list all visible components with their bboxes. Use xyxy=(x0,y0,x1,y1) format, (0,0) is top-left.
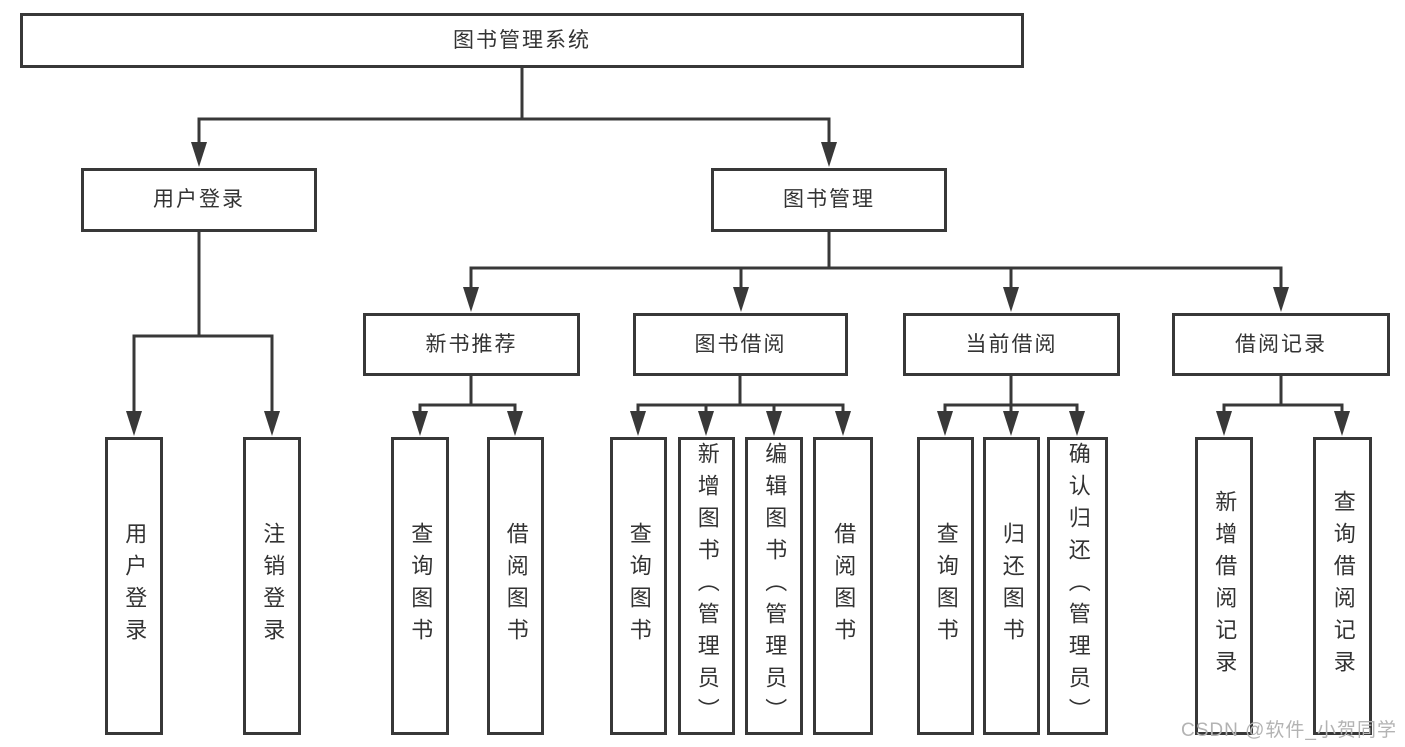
leaf-confirm-return-admin: 确认归还（管理员） xyxy=(1047,437,1108,735)
leaf-borrow-books-borrowing: 借阅图书 xyxy=(813,437,873,735)
leaf-return-book: 归还图书 xyxy=(983,437,1040,735)
leaf-query-books-borrowing: 查询图书 xyxy=(610,437,667,735)
leaf-add-book-admin: 新增图书（管理员） xyxy=(678,437,735,735)
connector-book-borrow-to-leaves xyxy=(636,376,845,422)
leaf-query-borrow-record: 查询借阅记录 xyxy=(1313,437,1372,735)
leaf-borrow-books-recommendation: 借阅图书 xyxy=(487,437,544,735)
node-new-book-recommendation: 新书推荐 xyxy=(363,313,580,376)
csdn-watermark: CSDN @软件_小贺同学 xyxy=(1181,720,1397,741)
node-book-management: 图书管理 xyxy=(711,168,947,232)
connector-root-to-level1 xyxy=(197,68,831,152)
node-borrowing-records: 借阅记录 xyxy=(1172,313,1390,376)
leaf-edit-book-admin: 编辑图书（管理员） xyxy=(745,437,803,735)
node-current-borrowing: 当前借阅 xyxy=(903,313,1120,376)
connector-new-book-rec-to-leaves xyxy=(418,376,517,422)
leaf-logout: 注销登录 xyxy=(243,437,301,735)
connector-borrow-records-to-leaves xyxy=(1222,376,1344,422)
connector-user-login-to-leaves xyxy=(132,232,274,422)
node-user-login: 用户登录 xyxy=(81,168,317,232)
node-library-management-system: 图书管理系统 xyxy=(20,13,1024,68)
connector-book-mgmt-to-level2 xyxy=(469,232,1283,298)
leaf-user-login: 用户登录 xyxy=(105,437,163,735)
connector-current-borrow-to-leaves xyxy=(943,376,1079,422)
leaf-add-borrow-record: 新增借阅记录 xyxy=(1195,437,1253,735)
leaf-query-books-current: 查询图书 xyxy=(917,437,974,735)
leaf-query-books-recommendation: 查询图书 xyxy=(391,437,449,735)
node-book-borrowing: 图书借阅 xyxy=(633,313,848,376)
